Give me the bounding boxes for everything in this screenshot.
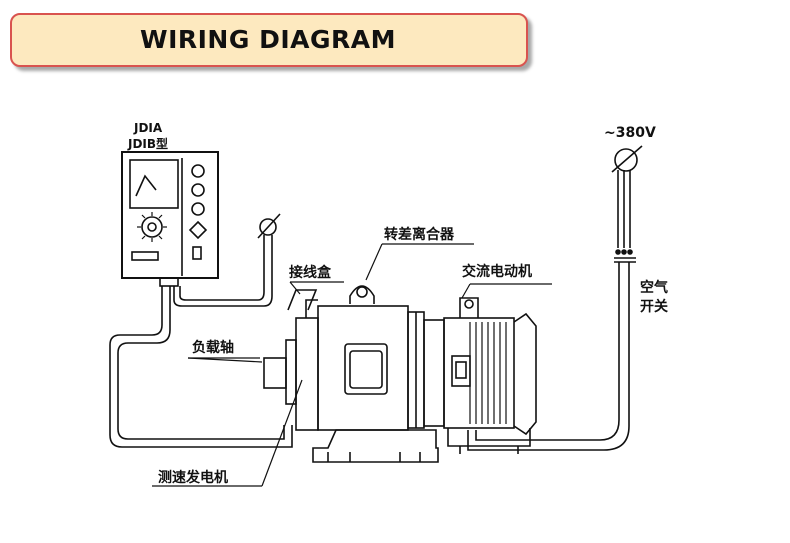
ac-motor: [423, 297, 537, 454]
load-shaft-label: 负载轴: [192, 339, 234, 356]
title-banner: WIRING DIAGRAM: [10, 13, 528, 67]
air-switch-label-line1: 空气: [640, 279, 668, 296]
power-cable: [467, 262, 630, 451]
controller-unit: [121, 151, 219, 287]
ac-motor-label: 交流电动机: [462, 263, 532, 280]
controller-model-a-label: JDIA: [133, 121, 163, 135]
controller-model-b-label: JDIB型: [127, 136, 168, 151]
cable-to-tacho: [109, 286, 293, 448]
air-switch: [614, 257, 636, 263]
junction-box-label: 接线盒: [289, 264, 332, 281]
slip-clutch: [263, 285, 439, 463]
breaker-symbol: [257, 213, 281, 239]
power-source: [611, 145, 643, 255]
leader-lines: [152, 243, 552, 487]
cable-to-junction-box: [173, 235, 273, 307]
tacho-generator-label: 测速发电机: [158, 469, 228, 486]
page-title: WIRING DIAGRAM: [140, 25, 396, 54]
slip-clutch-label: 转差离合器: [384, 226, 455, 243]
air-switch-label-line2: 开关: [640, 298, 668, 315]
voltage-label: ~380V: [604, 125, 656, 141]
